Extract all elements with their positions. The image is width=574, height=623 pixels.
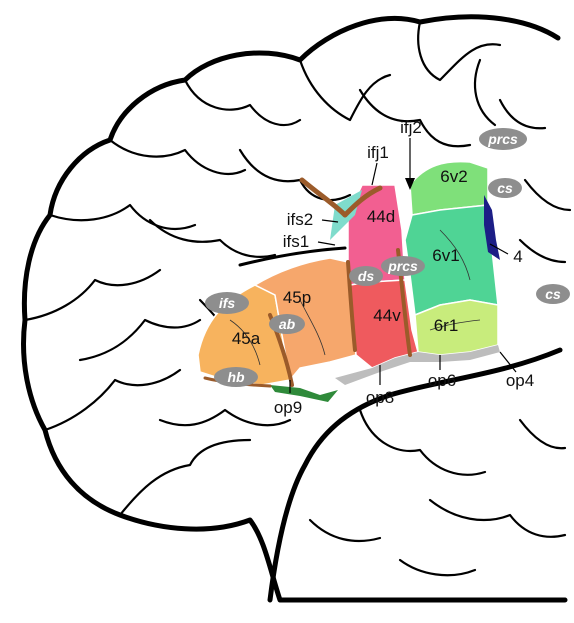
area-label-44v: 44v xyxy=(373,306,401,325)
svg-text:op8: op8 xyxy=(366,388,394,407)
pointer-ifj1: ifj1 xyxy=(367,143,389,185)
pointer-ifs2: ifs2 xyxy=(287,210,338,229)
area-label-6v2: 6v2 xyxy=(440,167,467,186)
svg-text:ifs2: ifs2 xyxy=(287,210,313,229)
sulcus-label-prcs-top: prcs xyxy=(479,128,527,150)
svg-text:op9: op9 xyxy=(274,398,302,417)
svg-text:ifs: ifs xyxy=(219,295,236,311)
sulcus-label-ifs: ifs xyxy=(205,292,249,314)
sulcus-label-cs-top: cs xyxy=(488,178,522,198)
svg-text:ifj2: ifj2 xyxy=(400,118,422,137)
svg-text:prcs: prcs xyxy=(387,258,418,274)
area-label-6r1: 6r1 xyxy=(434,316,459,335)
svg-text:op4: op4 xyxy=(506,371,534,390)
pointer-op9: op9 xyxy=(274,380,302,417)
area-label-44d: 44d xyxy=(367,207,395,226)
sulcus-label-cs-right: cs xyxy=(536,284,570,304)
area-label-45p: 45p xyxy=(283,288,311,307)
svg-text:4: 4 xyxy=(513,247,522,266)
svg-text:prcs: prcs xyxy=(487,131,518,147)
area-label-45a: 45a xyxy=(232,329,261,348)
svg-text:cs: cs xyxy=(545,286,561,302)
svg-text:hb: hb xyxy=(227,369,245,385)
sulcus-label-ab: ab xyxy=(269,314,305,334)
pointer-op4: op4 xyxy=(500,352,534,390)
svg-text:ds: ds xyxy=(358,268,375,284)
sulcus-label-ds: ds xyxy=(349,266,383,286)
sulcus-label-prcs-mid: prcs xyxy=(381,256,425,276)
svg-text:ifj1: ifj1 xyxy=(367,143,389,162)
sulcus-label-hb: hb xyxy=(214,367,258,387)
area-label-6v1: 6v1 xyxy=(432,246,459,265)
svg-text:ab: ab xyxy=(279,316,296,332)
svg-text:op6: op6 xyxy=(428,371,456,390)
svg-text:cs: cs xyxy=(497,180,513,196)
svg-text:ifs1: ifs1 xyxy=(283,232,309,251)
